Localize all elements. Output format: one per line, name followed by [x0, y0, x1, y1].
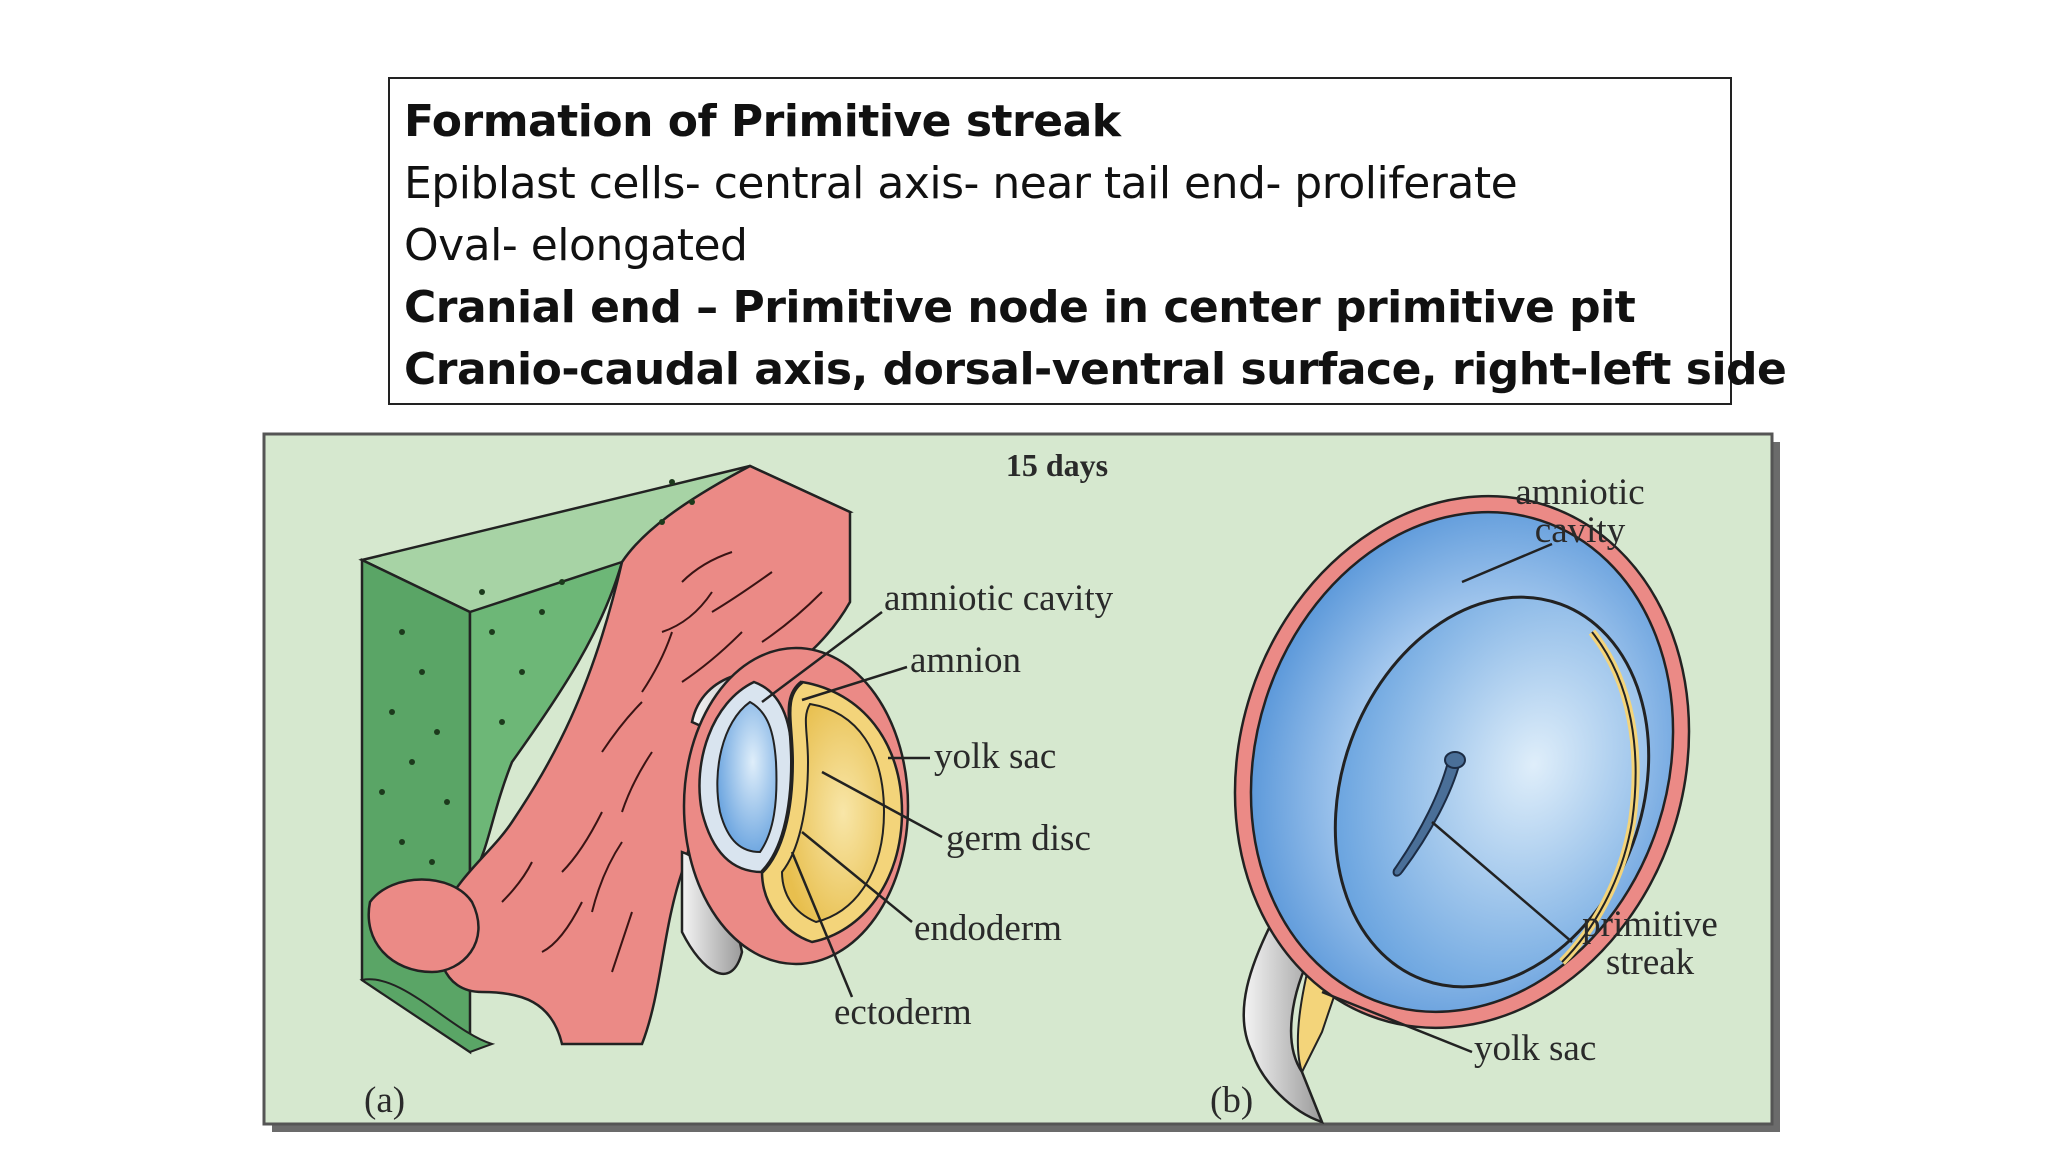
- sac-cross-section: [680, 646, 910, 975]
- label-ectoderm: ectoderm: [834, 992, 972, 1033]
- panel-tag-b: (b): [1210, 1080, 1253, 1121]
- embryo-figure: 15 days amniotic cavity amnion yolk sac …: [262, 432, 1790, 1142]
- tissue-block: [358, 464, 854, 1055]
- label-amniotic-b-2: cavity: [1535, 510, 1626, 551]
- panel-tag-a: (a): [364, 1080, 405, 1121]
- label-yolk-sac-a: yolk sac: [934, 736, 1056, 777]
- label-germ-disc: germ disc: [946, 818, 1091, 859]
- label-amniotic-cavity-a: amniotic cavity: [884, 578, 1114, 619]
- embryo-illustration: 15 days amniotic cavity amnion yolk sac …: [262, 432, 1780, 1132]
- label-amniotic-b-1: amniotic: [1515, 472, 1644, 513]
- bullet-line-1: Epiblast cells- central axis- near tail …: [404, 158, 1518, 209]
- embryo-whole-view: [1233, 494, 1691, 1125]
- bullet-line-2: Oval- elongated: [404, 220, 748, 271]
- slide-title: Formation of Primitive streak: [404, 96, 1121, 147]
- figure-heading: 15 days: [1006, 447, 1108, 483]
- text-box: Formation of Primitive streak Epiblast c…: [388, 77, 1787, 405]
- label-primitive-2: streak: [1606, 942, 1695, 983]
- leader-lines: [761, 542, 1573, 1054]
- label-amnion: amnion: [910, 640, 1021, 681]
- bullet-line-4: Cranio-caudal axis, dorsal-ventral surfa…: [404, 344, 1787, 395]
- bullet-line-3: Cranial end – Primitive node in center p…: [404, 282, 1636, 333]
- label-yolk-sac-b: yolk sac: [1474, 1028, 1596, 1069]
- label-primitive-1: primitive: [1582, 904, 1718, 945]
- label-endoderm: endoderm: [914, 908, 1062, 949]
